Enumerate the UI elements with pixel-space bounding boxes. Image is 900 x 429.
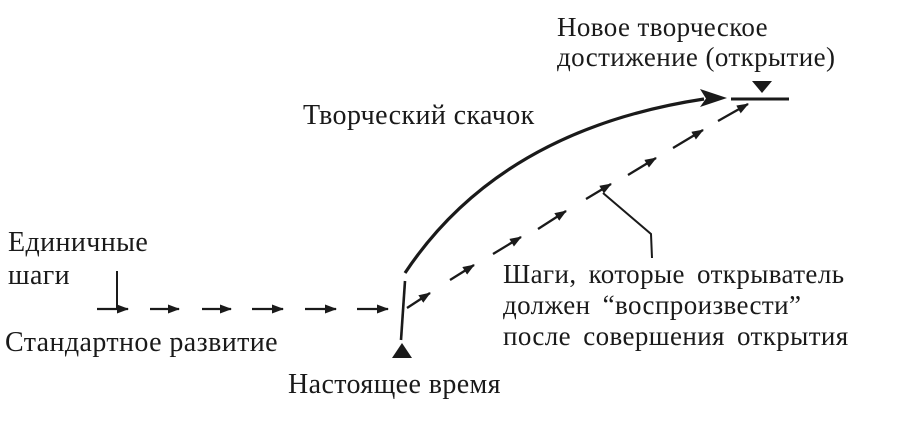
reproduce-steps-leader-line: [602, 192, 653, 259]
creative-leap-label: Творческий скачок: [303, 100, 535, 131]
new-achievement-label: Новое творческое достижение (открытие): [557, 12, 836, 72]
diagonal-step-arrow-icon: [672, 129, 704, 149]
diagonal-step-arrow-icon: [585, 183, 612, 200]
diagonal-step-arrow-icon: [406, 292, 431, 309]
creative-leap-curve: [403, 97, 705, 274]
single-steps-label: Единичные шаги: [8, 227, 149, 291]
diagonal-step-arrow-icon: [449, 264, 475, 281]
present-time-label: Настоящее время: [288, 369, 501, 400]
diagonal-step-arrow-icon: [492, 236, 522, 255]
diagonal-step-arrow-icon: [717, 102, 749, 123]
up-triangle-marker-icon: [392, 343, 412, 358]
diagonal-step-arrow-icon: [537, 210, 567, 230]
reproduce-steps-dashed-arrows: [406, 102, 749, 309]
down-triangle-marker-icon: [752, 81, 772, 93]
standard-development-label: Стандартное развитие: [5, 327, 278, 358]
steps-to-reproduce-label: Шаги, которые открыватель должен “воспро…: [503, 259, 849, 351]
present-time-line: [399, 280, 407, 341]
diagonal-step-arrow-icon: [627, 157, 657, 176]
creative-leap-arrowhead-icon: [700, 89, 727, 107]
